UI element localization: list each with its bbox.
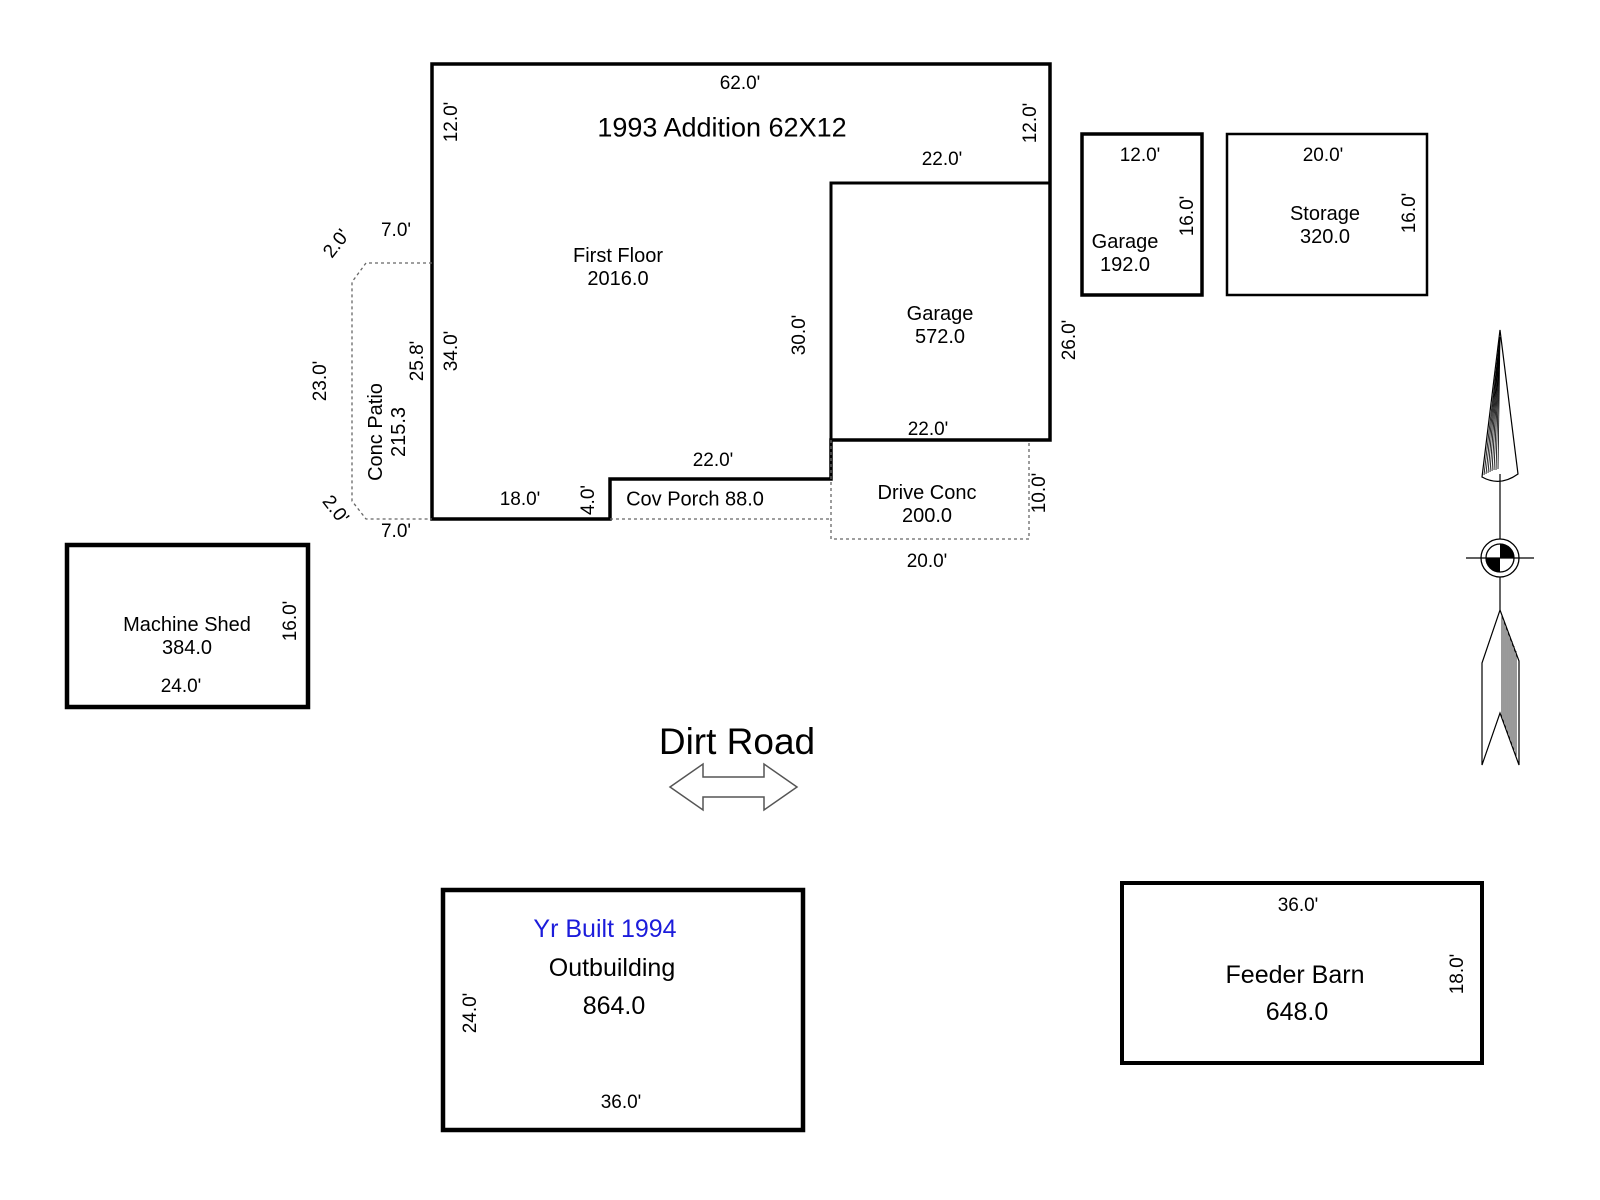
machine-shed-name: Machine Shed (123, 614, 251, 637)
conc-patio-area: 215.3 (388, 406, 410, 458)
conc-patio-dashed-outline (351, 262, 432, 520)
dim-drive-right-height: 10.0' (1029, 472, 1051, 514)
dim-patio-right-height: 25.8' (407, 340, 429, 382)
detached-garage-outline (1080, 132, 1204, 297)
detached-garage-area: 192.0 (1099, 254, 1151, 276)
dim-addition-depth-right: 12.0' (1020, 102, 1042, 144)
drive-conc-area: 200.0 (901, 505, 953, 527)
machine-shed-outline (64, 542, 311, 710)
drive-conc-dashed-outline (830, 440, 1030, 540)
feeder-barn-outline (1120, 881, 1484, 1065)
dim-feeder-barn-height: 18.0' (1447, 953, 1469, 995)
dim-storage-top-width: 20.0' (1302, 145, 1344, 167)
conc-patio-name: Conc Patio (365, 383, 388, 481)
dim-outbuilding-bottom-width: 36.0' (600, 1092, 642, 1114)
detached-garage-name: Garage (1091, 231, 1159, 254)
north-arrow-compass-icon (1466, 329, 1534, 766)
attached-garage-name: Garage (906, 303, 974, 326)
outbuilding-year-built: Yr Built 1994 (533, 914, 677, 943)
dim-att-garage-bottom-width: 22.0' (907, 419, 949, 441)
storage-name: Storage (1289, 203, 1361, 226)
dim-house-top-width: 62.0' (719, 73, 761, 95)
detached-garage-label: Garage 192.0 (1092, 231, 1159, 277)
attached-garage-label: Garage 572.0 (907, 303, 974, 349)
road-direction-arrow-icon (668, 762, 799, 812)
feeder-barn-name: Feeder Barn (1225, 960, 1365, 989)
dirt-road-label: Dirt Road (658, 720, 816, 762)
dim-patio-left-height: 23.0' (310, 360, 332, 402)
dim-drive-bottom-width: 20.0' (906, 551, 948, 573)
machine-shed-label: Machine Shed 384.0 (123, 614, 251, 660)
first-floor-label: First Floor 2016.0 (573, 245, 663, 291)
compass-head-hatching (1483, 336, 1501, 476)
dim-bottom-left-width: 18.0' (499, 489, 541, 511)
dim-shed-bottom-width: 24.0' (160, 676, 202, 698)
compass-quadrant-sw (1486, 558, 1500, 572)
dim-addition-depth-left: 12.0' (441, 101, 463, 143)
dim-shed-height: 16.0' (280, 600, 302, 642)
dim-det-garage-height: 16.0' (1177, 195, 1199, 237)
attached-garage-area: 572.0 (914, 326, 966, 348)
dim-storage-height: 16.0' (1399, 192, 1421, 234)
dim-left-wall-height: 34.0' (441, 330, 463, 372)
cov-porch-label: Cov Porch 88.0 (626, 488, 764, 511)
compass-quadrant-ne (1500, 544, 1514, 558)
dim-det-garage-top-width: 12.0' (1119, 145, 1161, 167)
dim-porch-step-height: 4.0' (578, 484, 600, 516)
feeder-barn-area: 648.0 (1265, 997, 1329, 1026)
drive-conc-label: Drive Conc 200.0 (878, 482, 977, 528)
compass-tail-fletching (1481, 608, 1520, 766)
storage-outline (1225, 132, 1429, 297)
outbuilding-outline (440, 887, 806, 1133)
storage-area: 320.0 (1299, 226, 1351, 248)
attached-garage-walls (829, 181, 1050, 440)
drive-conc-name: Drive Conc (877, 482, 977, 505)
machine-shed-area: 384.0 (161, 637, 213, 659)
dim-porch-top-width: 22.0' (692, 450, 734, 472)
compass-tail-hatching (1501, 616, 1517, 756)
first-floor-area: 2016.0 (587, 268, 649, 290)
dim-att-garage-right-wall: 26.0' (1059, 319, 1081, 361)
conc-patio-label: Conc Patio 215.3 (365, 383, 411, 481)
addition-label: 1993 Addition 62X12 (597, 112, 847, 143)
dim-att-garage-left-wall: 30.0' (789, 314, 811, 356)
dim-att-garage-top-width: 22.0' (921, 149, 963, 171)
dim-feeder-barn-top-width: 36.0' (1277, 895, 1319, 917)
dim-outbuilding-left-height: 24.0' (460, 992, 482, 1034)
outbuilding-area: 864.0 (582, 991, 646, 1020)
dim-patio-top-width: 7.0' (380, 220, 412, 242)
dim-patio-bottom-width: 7.0' (380, 521, 412, 543)
outbuilding-name: Outbuilding (548, 953, 676, 982)
first-floor-name: First Floor (573, 245, 663, 268)
storage-label: Storage 320.0 (1290, 203, 1360, 249)
